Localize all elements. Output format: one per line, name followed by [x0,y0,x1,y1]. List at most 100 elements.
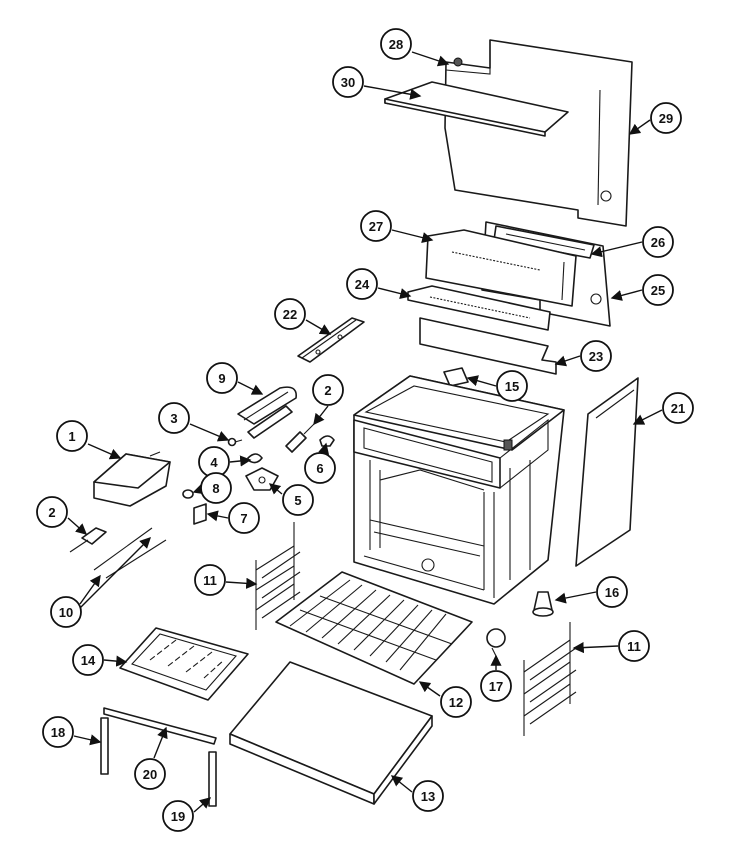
oven-cavity-body [353,375,565,605]
wire-harness-part-10 [93,527,167,579]
callout-13: 13 [412,780,444,812]
callout-20: 20 [134,758,166,790]
callout-circle [480,670,512,702]
callout-12: 12 [440,686,472,718]
callout-number: 8 [212,481,219,496]
callout-2: 2 [312,374,344,406]
callout-1: 1 [56,420,88,452]
callout-number: 18 [51,725,65,740]
igniter-part-2 [69,527,107,553]
callout-circle [194,564,226,596]
side-panel-part-21 [575,377,639,567]
callout-26: 26 [642,226,674,258]
leader-line-6 [318,442,330,455]
callout-15: 15 [496,370,528,402]
callout-circle [200,472,232,504]
callout-circle [380,28,412,60]
leader-line-19 [193,797,212,813]
callout-29: 29 [650,102,682,134]
callout-number: 11 [627,639,641,654]
callout-10: 10 [50,596,82,628]
leader-line-3 [189,423,230,442]
callout-number: 21 [671,401,685,416]
leader-line-29 [628,119,651,135]
callout-number: 30 [341,75,355,90]
callout-circle [412,780,444,812]
callout-14: 14 [72,644,104,676]
callout-number: 5 [294,493,301,508]
vent-cover-part-27 [425,229,577,307]
callout-circle [642,226,674,258]
leader-line-10 [79,537,151,609]
callout-number: 7 [240,511,247,526]
leader-line-18 [73,734,102,746]
callout-number: 3 [170,411,177,426]
knob-part-16 [532,591,554,617]
callout-9: 9 [206,362,238,394]
leader-line-16 [554,591,597,604]
leader-line-27 [391,229,434,244]
callout-number: 24 [355,277,370,292]
callout-circle [596,576,628,608]
callout-2: 2 [36,496,68,528]
callout-11: 11 [618,630,650,662]
callout-number: 23 [589,349,603,364]
screw-part-3 [227,437,243,447]
leader-line-14 [103,655,128,667]
leader-line-9 [237,381,264,395]
leader-line-24 [377,287,412,300]
callout-circle [496,370,528,402]
leader-line-28 [411,51,450,67]
callout-circle [162,800,194,832]
callout-circle [72,644,104,676]
callout-16: 16 [596,576,628,608]
oven-rack-part-12 [275,571,473,685]
leader-line-2 [313,405,329,426]
callout-circle [642,274,674,306]
shelf-part-30 [384,81,569,137]
callout-circle [50,596,82,628]
callout-number: 19 [171,809,185,824]
callout-circle [662,392,694,424]
switch-part-15 [443,367,469,387]
callout-5: 5 [282,484,314,516]
control-box-part-1 [93,451,171,507]
callout-number: 16 [605,585,619,600]
callout-8: 8 [200,472,232,504]
callout-circle [42,716,74,748]
callout-number: 29 [659,111,673,126]
callout-number: 11 [203,573,217,588]
leader-line-11 [572,641,619,654]
leader-line-2 [67,517,88,535]
callout-number: 6 [316,461,323,476]
callout-23: 23 [580,340,612,372]
callout-circle [206,362,238,394]
leader-line-8 [192,483,206,495]
leader-line-4 [229,455,252,467]
callout-21: 21 [662,392,694,424]
rail-part-22 [297,317,365,363]
callout-circle [618,630,650,662]
callout-circle [56,420,88,452]
callout-circle [282,484,314,516]
clip-part-6 [319,435,335,447]
callout-27: 27 [360,210,392,242]
callout-circle [158,402,190,434]
vent-part-26 [493,225,595,259]
leader-line-11 [225,577,258,589]
callout-circle [228,502,260,534]
leader-line-21 [632,409,663,425]
callout-number: 15 [505,379,519,394]
leader-line-25 [610,289,643,301]
callout-17: 17 [480,670,512,702]
screw-part-28 [453,57,463,67]
rack-support-right-part-11 [523,622,577,736]
callout-number: 27 [369,219,383,234]
callout-number: 26 [651,235,665,250]
callout-number: 17 [489,679,503,694]
callout-number: 10 [59,605,73,620]
callout-circle [274,298,306,330]
callout-number: 12 [449,695,463,710]
callout-number: 2 [324,383,331,398]
